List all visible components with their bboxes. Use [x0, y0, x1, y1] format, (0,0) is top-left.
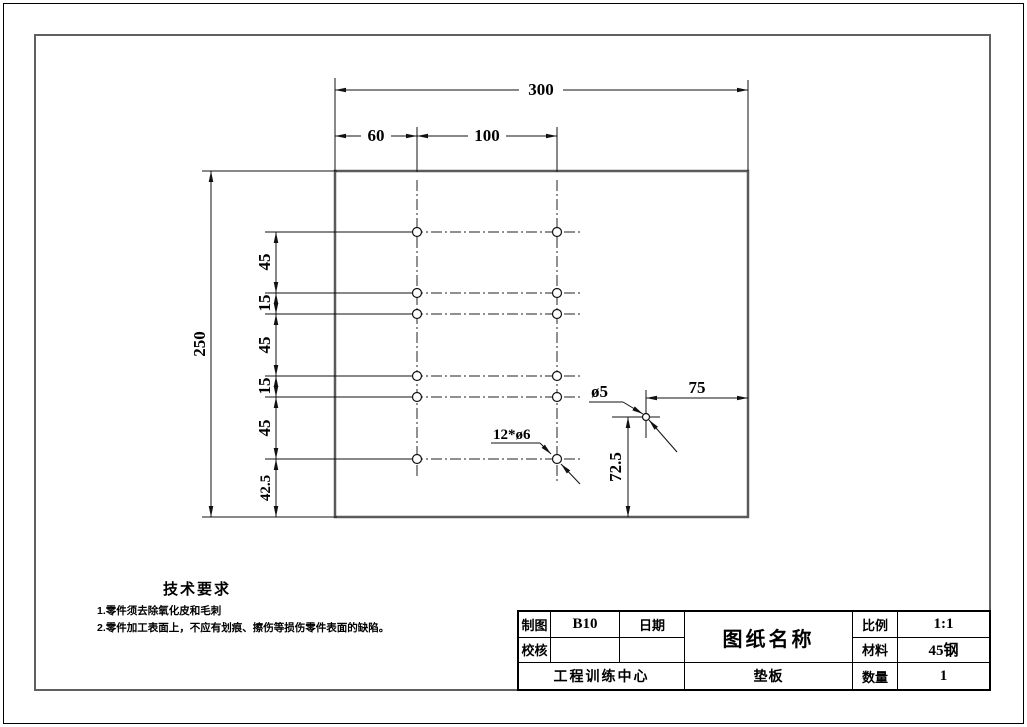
hole-marker	[551, 226, 563, 238]
hole-pattern-note: 12*ø6	[493, 427, 531, 443]
checked-by-label: 校核	[519, 637, 551, 664]
material-value: 45钢	[898, 638, 989, 664]
hole-marker	[551, 391, 563, 403]
technical-requirements-title: 技术要求	[162, 581, 231, 598]
hole-marker	[411, 226, 423, 238]
title-block: 制图 B10 日期 图纸名称 比例 1:1 校核 材料 45钢 工程训练中心 垫…	[517, 610, 991, 691]
dim-stack-0: 45	[255, 254, 274, 271]
technical-requirement-item: 1.零件须去除氧化皮和毛刺	[97, 605, 222, 617]
hole-marker	[551, 287, 563, 299]
drawn-by-value: B10	[551, 612, 620, 638]
dim-stack-3: 15	[255, 378, 274, 395]
hole-marker	[411, 453, 423, 465]
small-hole-marker	[641, 412, 651, 422]
checked-by-value	[551, 637, 620, 664]
hole-marker	[411, 370, 423, 382]
hole-marker	[411, 391, 423, 403]
hole-marker	[411, 308, 423, 320]
dim-total-height: 250	[190, 331, 209, 357]
small-hole-label: ø5	[591, 382, 608, 401]
quantity-label: 数量	[853, 663, 898, 689]
hole-markers	[411, 226, 651, 465]
dim-text-mask	[519, 81, 563, 99]
hole-marker	[551, 370, 563, 382]
technical-requirements: 技术要求 1.零件须去除氧化皮和毛刺 2.零件加工表面上，不应有划痕、擦伤等损伤…	[97, 578, 397, 637]
dimension-lines	[208, 87, 748, 517]
hole-marker	[411, 287, 423, 299]
dim-text-mask	[361, 127, 391, 145]
material-label: 材料	[853, 637, 898, 664]
technical-requirement-item: 2.零件加工表面上，不应有划痕、擦伤等损伤零件表面的缺陷。	[97, 622, 390, 634]
dim-text-mask	[468, 127, 506, 145]
sheet-outer-border	[3, 3, 1024, 724]
sheet-inner-frame	[34, 34, 991, 691]
drawn-by-label: 制图	[519, 612, 551, 638]
date-value	[620, 637, 685, 664]
hole-marker	[551, 453, 563, 465]
hole-pattern-leader	[491, 442, 581, 485]
dim-col-mid: 100	[474, 126, 500, 145]
dim-stack-2: 45	[255, 337, 274, 354]
scale-value: 1:1	[898, 612, 989, 638]
scale-label: 比例	[853, 612, 898, 638]
dim-stack-1: 15	[255, 295, 274, 312]
quantity-value: 1	[939, 667, 948, 684]
dim-stack-4: 45	[255, 420, 274, 437]
plate-outline	[333, 169, 750, 519]
hole-marker	[551, 308, 563, 320]
dim-stack-5: 42.5	[258, 475, 274, 501]
dim-total-width: 300	[528, 80, 554, 99]
part-name: 垫板	[685, 663, 853, 689]
dim-hole-offset-bottom: 72.5	[606, 452, 625, 482]
extension-lines	[202, 78, 749, 518]
dim-col-left: 60	[368, 126, 385, 145]
date-label: 日期	[620, 612, 685, 638]
drawing-name-label: 图纸名称	[685, 612, 853, 664]
dim-hole-offset-right: 75	[689, 378, 706, 397]
organization-name: 工程训练中心	[519, 663, 685, 689]
